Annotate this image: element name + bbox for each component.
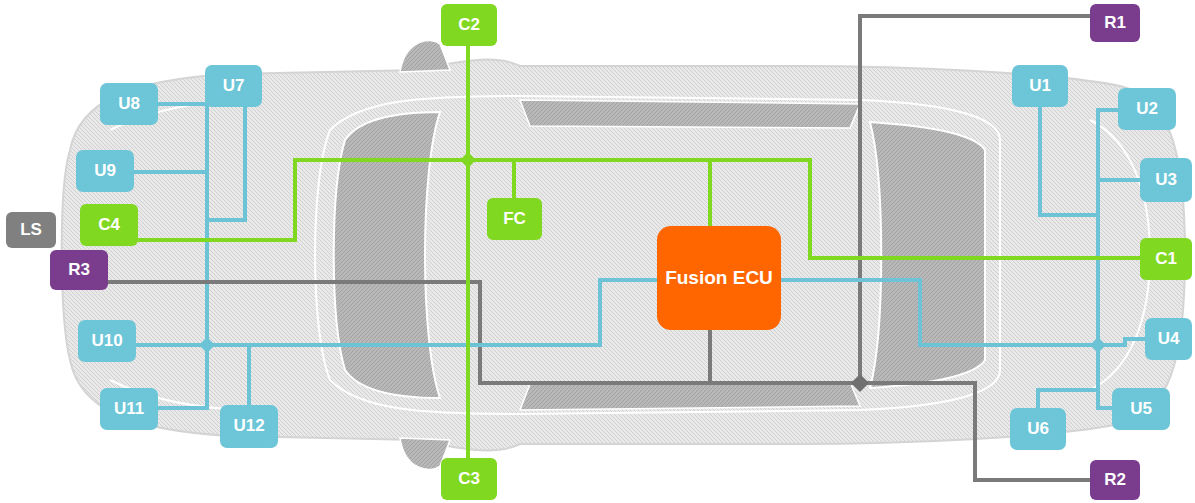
ultrasonic-box: U2 <box>1118 88 1176 130</box>
junction-diamond <box>851 374 869 392</box>
radar-box: R3 <box>50 250 108 290</box>
node-label: R2 <box>1100 471 1130 490</box>
lidar-box: LS <box>6 212 56 248</box>
bus-connector <box>781 180 1140 345</box>
junction-diamond <box>199 337 215 353</box>
side-window <box>520 382 860 410</box>
node-label: U9 <box>90 162 120 181</box>
node-label: Fusion ECU <box>661 268 777 289</box>
ultrasonic-box: U7 <box>205 65 262 107</box>
node-label: R1 <box>1100 14 1130 33</box>
bus-connector <box>781 280 1112 408</box>
node-label: FC <box>499 210 530 229</box>
bus-connector <box>158 280 657 408</box>
bus-connector <box>781 280 1145 345</box>
bus-connector <box>138 160 710 240</box>
node-label: U3 <box>1151 171 1181 190</box>
bus-connector <box>158 104 657 345</box>
fusion-ecu-box: Fusion ECU <box>657 226 781 330</box>
node-label: U10 <box>87 332 126 351</box>
node-label: U5 <box>1126 400 1156 419</box>
node-label: U11 <box>110 400 148 419</box>
car-body <box>62 60 1185 451</box>
node-label: R3 <box>64 261 94 280</box>
node-label: U6 <box>1023 420 1053 439</box>
node-label: U12 <box>229 417 268 436</box>
node-label: U7 <box>219 77 249 96</box>
ultrasonic-box: U9 <box>76 150 134 192</box>
bus-connector <box>781 110 1118 345</box>
node-label: U2 <box>1132 100 1162 119</box>
node-label: U8 <box>114 95 144 114</box>
car-mirror <box>400 40 450 72</box>
node-label: U1 <box>1025 77 1055 96</box>
camera-box: C1 <box>1140 238 1192 280</box>
bus-connector <box>710 330 1090 480</box>
junction-diamond <box>460 152 476 168</box>
ultrasonic-box: U6 <box>1010 408 1066 450</box>
windshield <box>334 112 440 398</box>
ultrasonic-box: U10 <box>78 320 136 362</box>
camera-box: C4 <box>80 204 138 246</box>
junction-diamond <box>1090 337 1106 353</box>
bus-connector <box>781 107 1098 345</box>
bus-connector <box>207 107 657 345</box>
rear-window <box>870 122 985 388</box>
camera-box: FC <box>487 198 542 240</box>
bus-connector <box>514 160 710 226</box>
hood-line <box>110 100 1150 410</box>
bus-connector <box>136 280 657 345</box>
node-label: LS <box>16 221 46 240</box>
node-label: U4 <box>1154 330 1184 349</box>
radar-box: R2 <box>1090 460 1140 500</box>
radar-box: R1 <box>1090 4 1140 42</box>
node-label: C2 <box>454 16 484 35</box>
camera-box: C3 <box>441 458 497 500</box>
node-label: C1 <box>1151 250 1181 269</box>
ultrasonic-box: U3 <box>1140 158 1192 202</box>
node-label: C3 <box>454 470 484 489</box>
bus-connector <box>134 172 657 345</box>
bus-connector <box>249 280 657 405</box>
ultrasonic-box: U5 <box>1112 388 1170 430</box>
car-cabin <box>315 96 1000 414</box>
ultrasonic-box: U11 <box>100 388 158 430</box>
ultrasonic-box: U1 <box>1012 65 1068 107</box>
ultrasonic-box: U12 <box>220 405 278 448</box>
ultrasonic-box: U8 <box>100 83 158 125</box>
node-label: C4 <box>94 216 124 235</box>
ultrasonic-box: U4 <box>1145 318 1192 360</box>
camera-box: C2 <box>441 4 497 46</box>
side-window <box>520 100 860 128</box>
